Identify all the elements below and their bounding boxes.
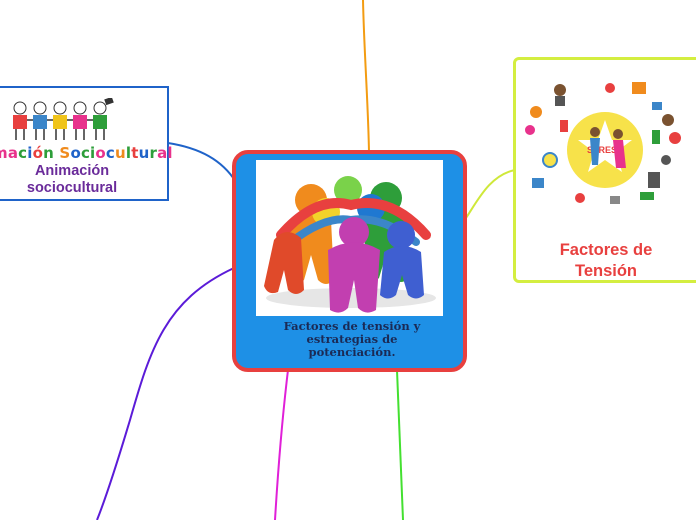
wordart-segment: ó [32, 144, 44, 162]
wordart-segment: S [59, 144, 71, 162]
branch-bottom-green [396, 369, 404, 520]
wordart-segment: c [105, 144, 115, 162]
clay-figures-group-image [264, 176, 436, 313]
caption-line: Factores de tensión y [283, 319, 421, 333]
topic-label-line: Animación [34, 163, 110, 179]
central-topic-caption: Factores de tensión y estrategias de pot… [262, 320, 442, 359]
central-image [256, 160, 443, 316]
wordart-segment: i [27, 144, 33, 162]
caption-line: estrategias de [306, 332, 398, 346]
central-topic-node[interactable]: Factores de tensión y estrategias de pot… [232, 150, 467, 372]
stress-factors-illustration: STRESS [525, 82, 681, 204]
wordart-segment: u [138, 144, 150, 162]
topic-label: Factores de Tensión [526, 240, 686, 282]
topic-label-line: Tensión [574, 262, 638, 280]
kids-illustration [13, 98, 114, 140]
topic-node-factores-de-tension[interactable]: STRESS Factores de [513, 57, 696, 283]
branch-bottom-magenta [274, 369, 289, 520]
stress-text: STRESS [587, 145, 623, 155]
topic-label-line: sociocultural [26, 180, 118, 196]
branch-bottom-left-purple [96, 267, 235, 520]
wordart-segment: ci [80, 144, 96, 162]
wordart-segment: r [149, 144, 158, 162]
caption-line: potenciación. [308, 345, 396, 359]
wordart-segment: t [131, 144, 139, 162]
wordart-segment: c [18, 144, 28, 162]
wordart-segment: l [125, 144, 132, 162]
branch-right-lime [465, 169, 516, 219]
topic-node-animacion-sociocultural[interactable]: mación Sociocultural Animación sociocult… [0, 86, 173, 201]
branch-top-orange [362, 0, 370, 153]
wordart-segment: o [95, 144, 106, 162]
wordart-segment: ma [0, 144, 19, 162]
wordart-segment: o [70, 144, 81, 162]
wordart-segment: n [43, 144, 60, 162]
wordart-segment: al [157, 144, 173, 162]
topic-label: Animación sociocultural [2, 163, 142, 197]
branch-left-blue [167, 142, 237, 183]
wordart-segment: u [115, 144, 126, 162]
animacion-sociocultural-wordart: mación Sociocultural [0, 144, 173, 162]
topic-label-line: Factores de [559, 241, 653, 259]
